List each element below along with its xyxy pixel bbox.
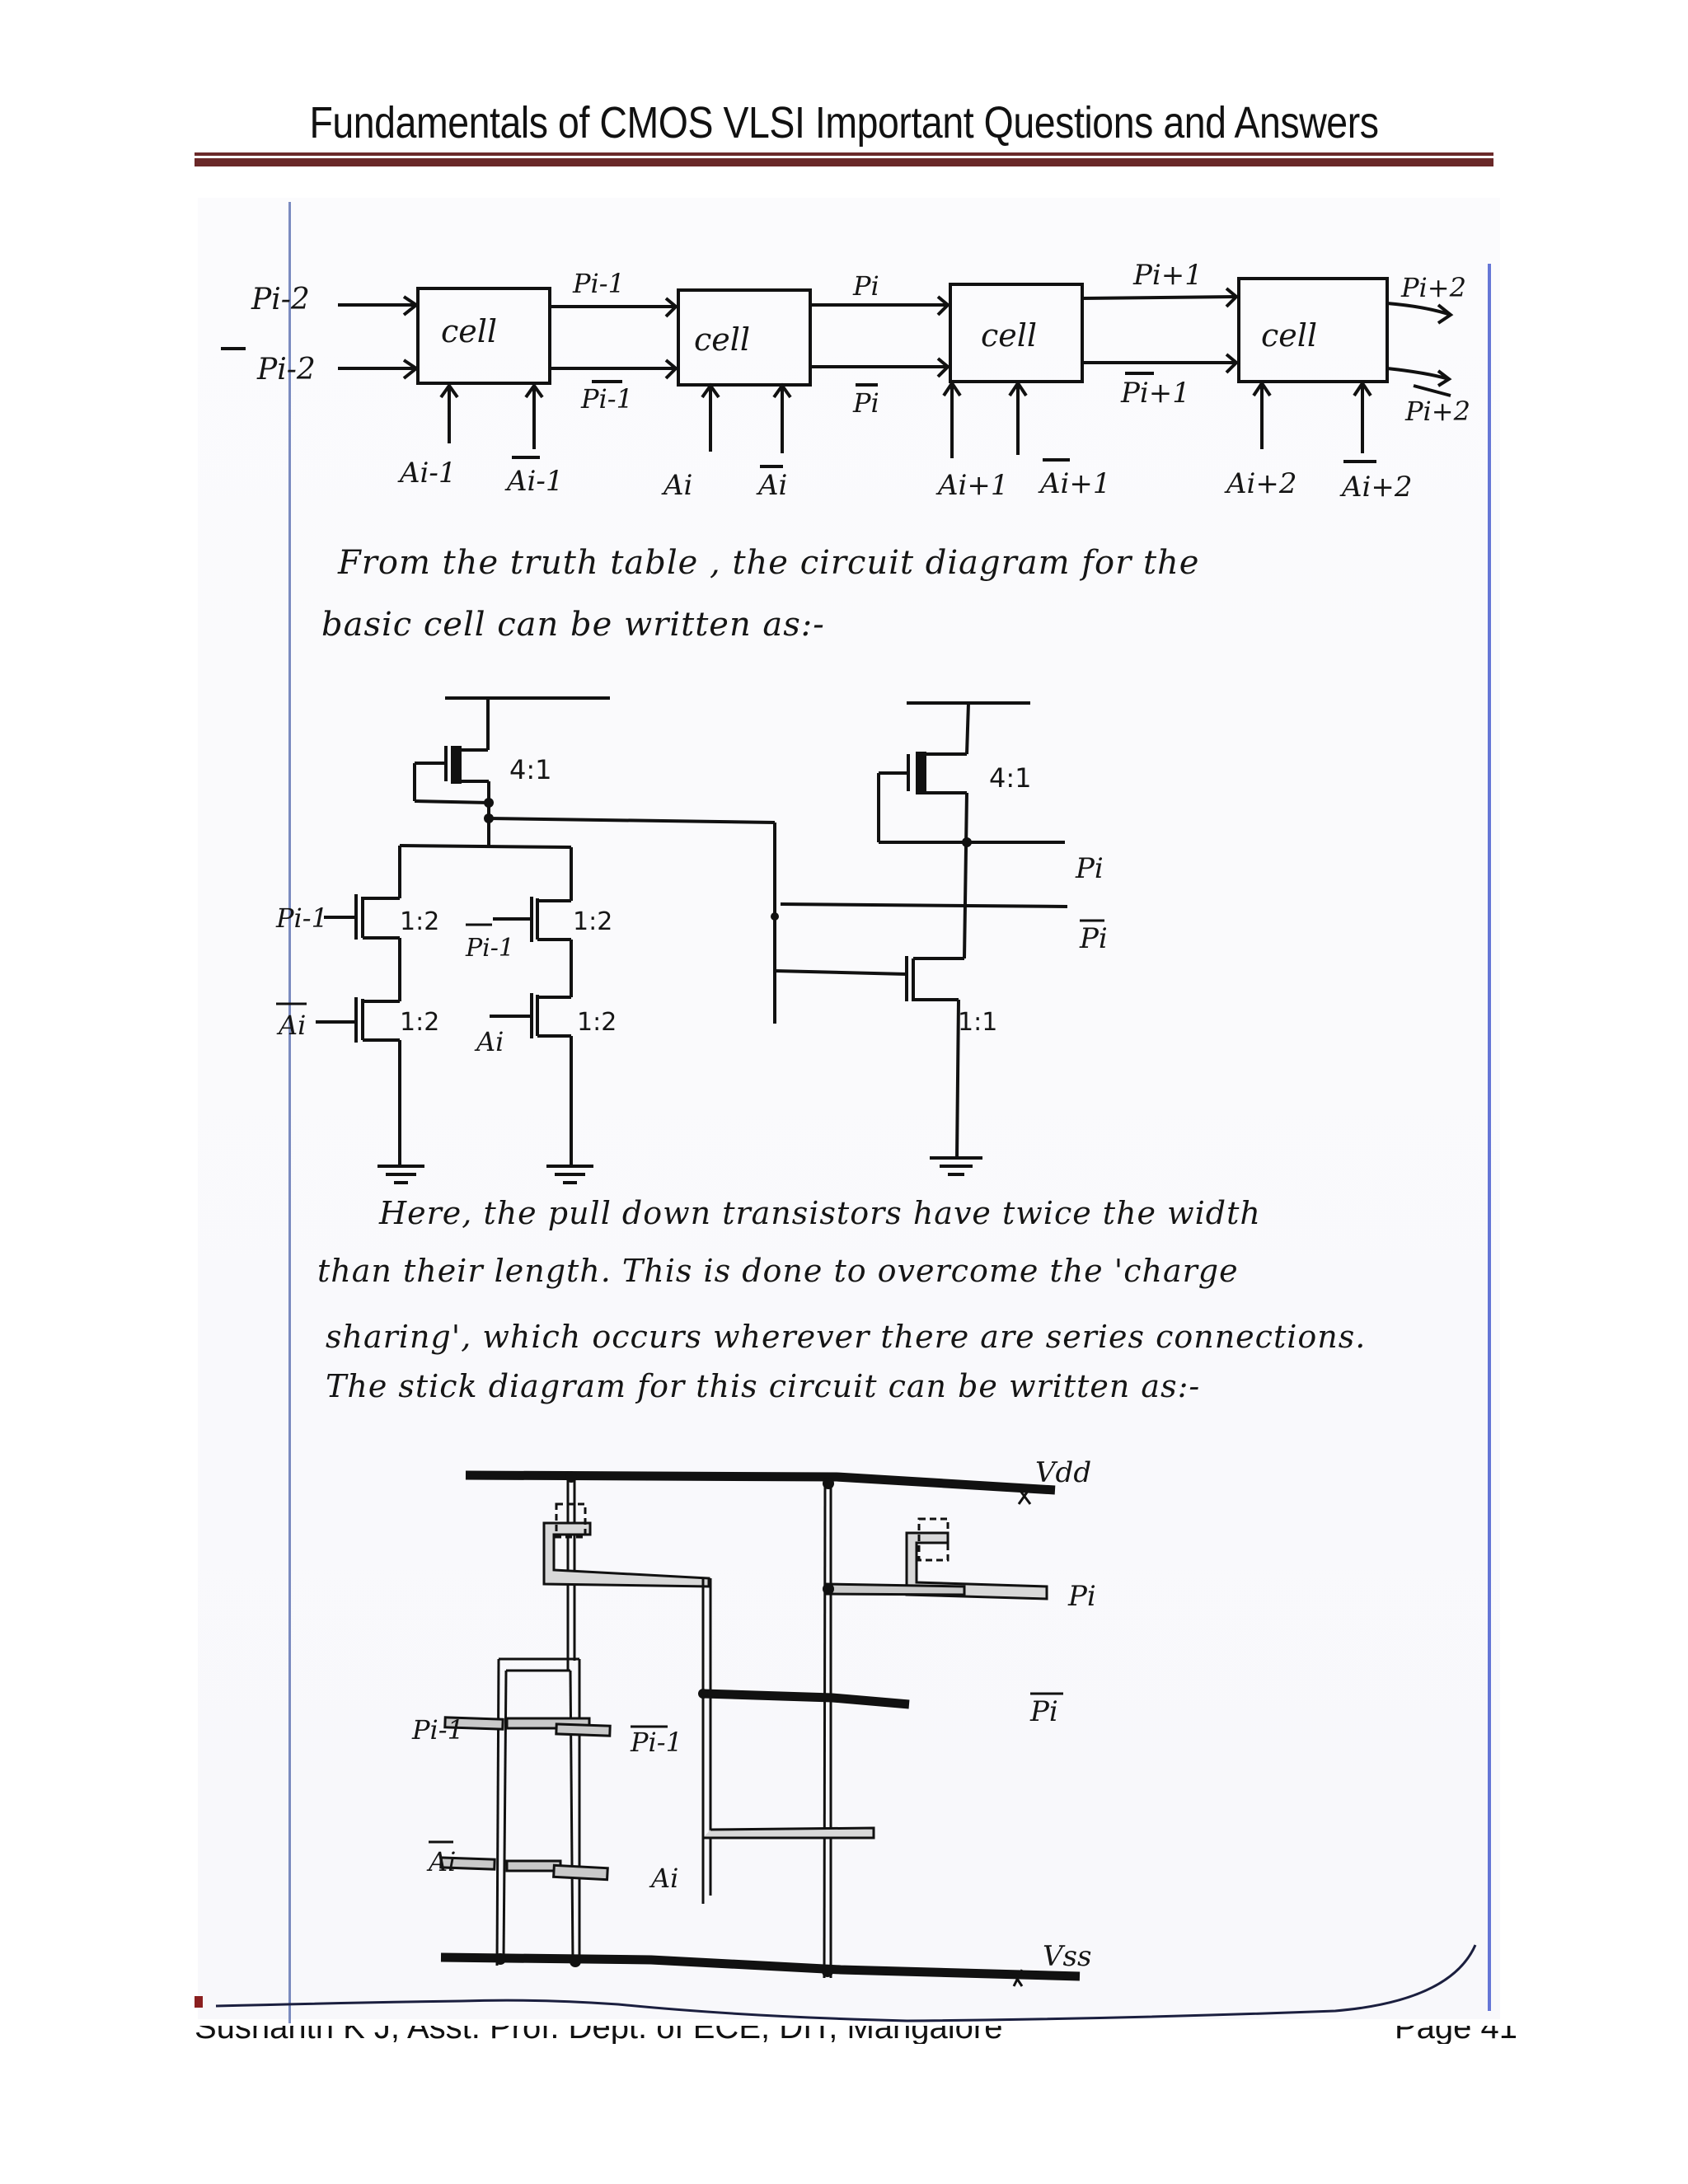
stick-output-p: Pi xyxy=(1067,1580,1096,1613)
header-rule-thin xyxy=(195,152,1493,156)
stick-gate-a: Ai xyxy=(649,1863,678,1894)
circuit-labels: 4:1 4:1 1:2 1:2 1:2 1:2 1:1 Pi-1 Pi-1 Ai… xyxy=(275,754,1108,1057)
vss-rail xyxy=(440,1952,1081,1981)
label-a-2: Ai xyxy=(661,469,692,502)
label-a-1: Ai-1 xyxy=(397,457,457,490)
cascade-block-diagram xyxy=(221,277,1454,468)
circuit-junction-dots xyxy=(484,798,972,921)
cell-label-2: cell xyxy=(694,321,750,358)
stick-vdd-label: Vdd xyxy=(1035,1456,1091,1489)
label-between-2-p-bar: Pi xyxy=(852,387,879,419)
label-a-3: Ai+1 xyxy=(935,469,1009,502)
stick-gate-p-prev-bar: Pi-1 xyxy=(630,1727,682,1758)
label-a-bar-2: Ai xyxy=(756,469,787,502)
footer-accent-mark xyxy=(195,1996,203,2008)
cell-box-3 xyxy=(949,283,1084,383)
pullup-ratio-left: 4:1 xyxy=(509,754,552,785)
stick-output-p-bar: Pi xyxy=(1029,1695,1058,1728)
label-between-3-p: Pi+1 xyxy=(1132,259,1203,292)
cell-box-2 xyxy=(677,288,812,387)
paragraph2-line4: The stick diagram for this circuit can b… xyxy=(326,1368,1201,1404)
gate-label-a: Ai xyxy=(474,1026,504,1057)
inverter-ratio: 1:1 xyxy=(958,1008,997,1037)
label-between-1-p-bar: Pi-1 xyxy=(580,383,633,415)
vdd-rail xyxy=(465,1470,1056,1495)
stick-gate-a-bar: Ai xyxy=(426,1846,456,1877)
pd-ratio-4: 1:2 xyxy=(577,1008,617,1037)
pullup-ratio-right: 4:1 xyxy=(989,762,1032,794)
paragraph1-line1: From the truth table , the circuit diagr… xyxy=(338,544,1200,582)
cell-label-4: cell xyxy=(1261,317,1317,354)
label-output-p-bar: Pi+2 xyxy=(1404,396,1470,427)
block-diagram-labels: Pi-2 Pi-2 cell cell cell cell Pi-1 Pi-1 … xyxy=(251,259,1470,504)
notebook-bottom-line xyxy=(215,1944,1477,2022)
label-between-2-p: Pi xyxy=(852,270,879,302)
transistor-circuit-diagram xyxy=(316,696,1068,1184)
label-output-p: Pi+2 xyxy=(1400,272,1466,303)
output-label-p: Pi xyxy=(1075,852,1104,885)
gate-label-p-prev-bar: Pi-1 xyxy=(465,934,514,963)
scanned-notebook-page xyxy=(198,198,1500,2019)
notebook-right-edge-line xyxy=(1488,264,1491,2011)
footer-author-text: Sushanth K J, Asst. Prof. Dept. of ECE, … xyxy=(195,2026,1003,2044)
label-a-4: Ai+2 xyxy=(1224,467,1297,500)
label-a-bar-3: Ai+1 xyxy=(1038,467,1111,500)
paragraph2-line3: sharing', which occurs wherever there ar… xyxy=(326,1319,1367,1355)
paragraph1-line2: basic cell can be written as:- xyxy=(321,606,825,644)
pd-ratio-1: 1:2 xyxy=(400,907,439,936)
pd-ratio-2: 1:2 xyxy=(400,1008,439,1037)
poly-gates xyxy=(439,1716,612,1882)
footer-page-number: Page 41 xyxy=(1395,2026,1517,2044)
label-a-bar-4: Ai+2 xyxy=(1339,471,1413,504)
cell-label-1: cell xyxy=(441,313,497,349)
label-between-3-p-bar: Pi+1 xyxy=(1120,377,1190,410)
header-rule-thick xyxy=(195,158,1493,166)
label-a-bar-1: Ai-1 xyxy=(504,465,564,498)
cell-box-4 xyxy=(1237,277,1389,383)
page-header-title: Fundamentals of CMOS VLSI Important Ques… xyxy=(309,98,1379,148)
cell-label-3: cell xyxy=(981,317,1037,354)
paragraph2-line2: than their length. This is done to overc… xyxy=(317,1253,1239,1289)
stick-diagram: Vdd Vss Pi Pi Pi-1 Pi-1 Ai Ai xyxy=(411,1456,1096,1987)
label-between-1-p: Pi-1 xyxy=(572,268,625,299)
footer-author: Sushanth K J, Asst. Prof. Dept. of ECE, … xyxy=(195,2026,1002,2044)
stick-vss-label: Vss xyxy=(1043,1940,1091,1973)
output-label-p-bar: Pi xyxy=(1079,922,1108,955)
label-input-p: Pi-2 xyxy=(251,283,310,316)
stick-gate-p-prev: Pi-1 xyxy=(411,1714,464,1746)
pd-ratio-3: 1:2 xyxy=(573,907,612,936)
cell-box-1 xyxy=(416,287,551,385)
gate-label-p-prev: Pi-1 xyxy=(275,902,328,934)
notebook-margin-line xyxy=(288,202,291,2023)
label-input-p-bar: Pi-2 xyxy=(256,353,316,387)
gate-label-a-bar: Ai xyxy=(276,1010,306,1041)
paragraph2-line1: Here, the pull down transistors have twi… xyxy=(379,1195,1261,1231)
footer-page-text: Page 41 xyxy=(1395,2026,1518,2044)
